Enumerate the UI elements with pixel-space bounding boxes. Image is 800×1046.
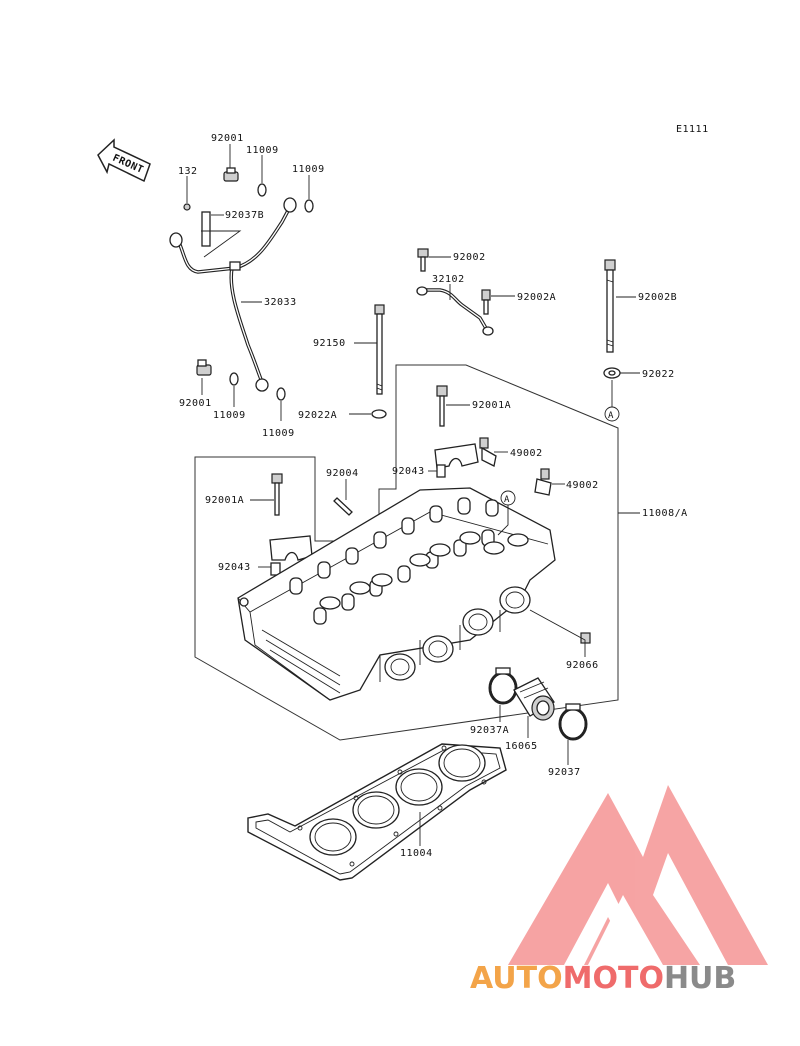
bolt-92001-top (223, 167, 239, 182)
label-92004: 92004 (326, 468, 359, 479)
label-11009-b: 11009 (292, 164, 325, 175)
ref-circle-a-top (604, 406, 620, 422)
label-92001a-left: 92001A (205, 495, 244, 506)
plug-49002-b (534, 468, 552, 496)
washer-11009-d (276, 387, 286, 401)
stud-92150 (374, 304, 385, 395)
washer-11009-a (257, 183, 267, 197)
cam-cap-left (269, 535, 313, 561)
label-92022a: 92022A (298, 410, 337, 421)
cylinder-head (237, 487, 556, 701)
label-16065: 16065 (505, 741, 538, 752)
label-92043-right: 92043 (392, 466, 425, 477)
label-11004: 11004 (400, 848, 433, 859)
watermark-auto: AUTO (470, 961, 563, 996)
cam-journals (289, 497, 499, 625)
front-arrow-icon: FRONT (97, 138, 151, 183)
head-assembly-box (194, 364, 619, 741)
intake-ports (384, 586, 531, 681)
ref-circle-a-head (500, 490, 516, 506)
bolt-92002 (417, 248, 429, 272)
plug-92066 (580, 632, 591, 644)
label-92001-low: 92001 (179, 398, 212, 409)
label-132: 132 (178, 166, 198, 177)
label-92001-top: 92001 (211, 133, 244, 144)
diagram-code: E1111 (676, 124, 709, 135)
ref-a-head: A (504, 495, 510, 505)
label-11009-c: 11009 (213, 410, 246, 421)
pipe-32102 (416, 286, 494, 336)
cam-cap-right (434, 443, 479, 469)
label-49002-a: 49002 (510, 448, 543, 459)
label-92022: 92022 (642, 369, 675, 380)
washer-92022a (371, 409, 387, 419)
label-11008a: 11008/A (642, 508, 688, 519)
label-92001a-right: 92001A (472, 400, 511, 411)
watermark-hub: HUB (663, 961, 737, 996)
label-92150: 92150 (313, 338, 346, 349)
clamp-92037a (488, 667, 518, 705)
label-11009-a: 11009 (246, 145, 279, 156)
label-92066: 92066 (566, 660, 599, 671)
label-92002: 92002 (453, 252, 486, 263)
washer-11009-b (304, 199, 314, 213)
stud-92002b (604, 259, 616, 353)
holder-16065 (513, 677, 555, 721)
label-92002a: 92002A (517, 292, 556, 303)
label-11009-d: 11009 (262, 428, 295, 439)
bolt-92001a-left (271, 473, 283, 516)
stud-92004 (333, 497, 353, 516)
label-92002b: 92002B (638, 292, 677, 303)
watermark-moto: MOTO (562, 961, 664, 996)
label-49002-b: 49002 (566, 480, 599, 491)
label-32102: 32102 (432, 274, 465, 285)
washer-11009-c (229, 372, 239, 386)
label-92043-left: 92043 (218, 562, 251, 573)
automotohub-logo-icon (508, 785, 768, 965)
clamp-92037 (558, 703, 588, 741)
plug-49002-a (479, 437, 497, 467)
dowel-92043-right (436, 464, 446, 478)
valve-buckets (319, 531, 529, 610)
label-92037a: 92037A (470, 725, 509, 736)
head-gasket-11004 (247, 743, 507, 881)
oil-pipe-32033 (169, 197, 297, 392)
bolt-92001a-right (436, 385, 448, 427)
bolt-132 (183, 203, 191, 211)
label-92037: 92037 (548, 767, 581, 778)
label-92037b: 92037B (225, 210, 264, 221)
bolt-92001-low (196, 359, 212, 376)
ref-a-top: A (608, 411, 614, 421)
washer-92022-hole (608, 370, 616, 376)
label-32033: 32033 (264, 297, 297, 308)
bolt-92002a (481, 289, 491, 315)
automotohub-watermark: AUTOMOTOHUB (468, 785, 798, 1010)
